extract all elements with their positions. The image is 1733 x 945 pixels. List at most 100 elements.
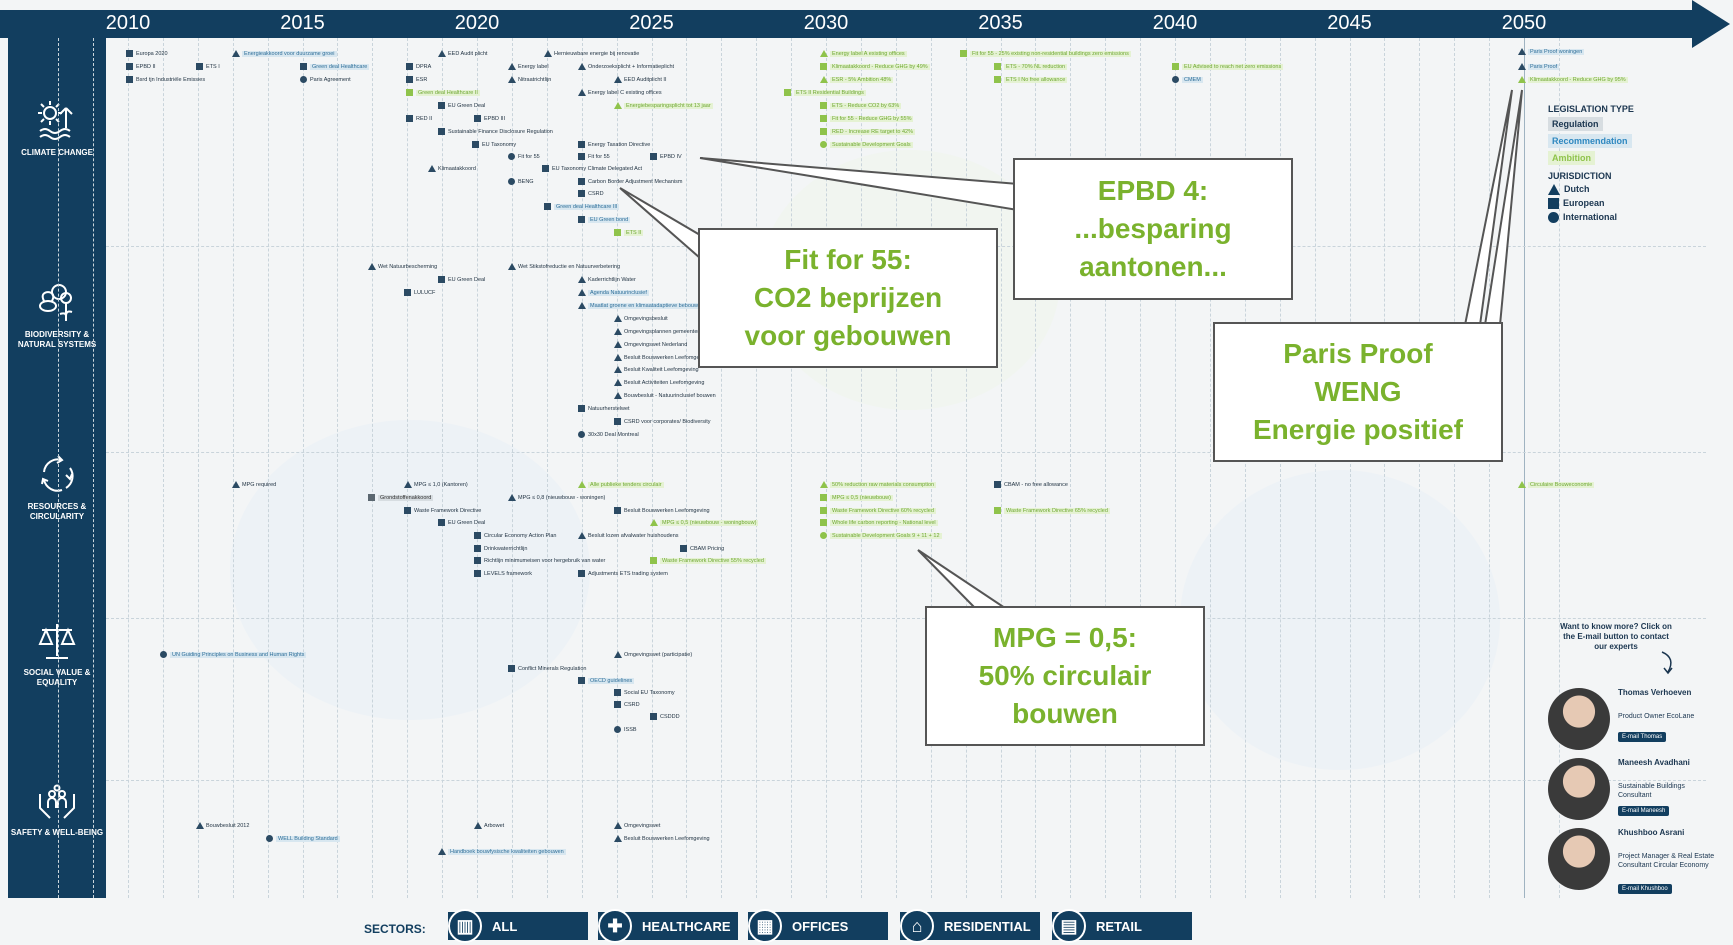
legislation-item[interactable]: Besluit Bouwwerken Leefomgeving bbox=[614, 835, 710, 843]
legislation-item[interactable]: EU Green bond bbox=[578, 216, 631, 224]
legislation-item[interactable]: Omgevingsbesluit bbox=[614, 315, 668, 323]
legislation-item[interactable]: Waste Framework Directive 60% recycled bbox=[820, 507, 936, 515]
email-button[interactable]: E-mail Maneesh bbox=[1618, 806, 1670, 816]
legislation-item[interactable]: Energy label C existing offices bbox=[578, 89, 662, 97]
legislation-item[interactable]: OECD guidelines bbox=[578, 677, 635, 685]
legislation-item[interactable]: Energy label bbox=[508, 63, 549, 71]
legislation-item[interactable]: CBAM - no free allowance bbox=[994, 481, 1068, 489]
legislation-item[interactable]: EU Taxonomy Climate Delegated Act bbox=[542, 165, 642, 173]
legislation-item[interactable]: Besluit Bouwwerken Leefomgeving bbox=[614, 507, 710, 515]
legislation-item[interactable]: MPG ≤ 0,5 (nieuwbouw) bbox=[820, 494, 893, 502]
legislation-item[interactable]: EPBD IV bbox=[650, 153, 682, 161]
sector-button-all[interactable]: ▥ ALL bbox=[448, 909, 588, 943]
legislation-item[interactable]: Onderzoeksplicht + Informatieplicht bbox=[578, 63, 674, 71]
legislation-item[interactable]: Whole life carbon reporting - National l… bbox=[820, 519, 938, 527]
legislation-item[interactable]: Agenda Natuurinclusief bbox=[578, 289, 649, 297]
email-button[interactable]: E-mail Thomas bbox=[1618, 732, 1667, 742]
legislation-item[interactable]: Hernieuwbare energie bij renovatie bbox=[544, 50, 639, 58]
legislation-item[interactable]: Paris Proof bbox=[1518, 63, 1560, 71]
legislation-item[interactable]: ESR bbox=[406, 76, 427, 84]
email-button[interactable]: E-mail Khushboo bbox=[1618, 884, 1672, 894]
legislation-item[interactable]: Sustainable Development Goals 9 + 11 + 1… bbox=[820, 532, 942, 540]
legislation-item[interactable]: Nitraatrichtlijn bbox=[508, 76, 551, 84]
legislation-item[interactable]: Natuurherstelwet bbox=[578, 405, 630, 413]
legislation-item[interactable]: Kaderrichtlijn Water bbox=[578, 276, 636, 284]
legislation-item[interactable]: Fit for 55 bbox=[578, 153, 610, 161]
legislation-item[interactable]: Alle publieke tenders circulair bbox=[578, 481, 664, 489]
legislation-item[interactable]: Social EU Taxonomy bbox=[614, 689, 675, 697]
legislation-item[interactable]: ETS I bbox=[196, 63, 220, 71]
sector-button-healthcare[interactable]: ✚ HEALTHCARE bbox=[598, 909, 738, 943]
legislation-item[interactable]: Sustainable Finance Disclosure Regulatio… bbox=[438, 128, 553, 136]
legislation-item[interactable]: Europa 2020 bbox=[126, 50, 168, 58]
legislation-item[interactable]: CSDDD bbox=[650, 713, 680, 721]
legislation-item[interactable]: Energy label A existing offices bbox=[820, 50, 907, 58]
legislation-item[interactable]: Omgevingswet Nederland bbox=[614, 341, 687, 349]
legislation-item[interactable]: EED Auditplicht II bbox=[614, 76, 667, 84]
legislation-item[interactable]: Drinkwaterrichtlijn bbox=[474, 545, 527, 553]
legislation-item[interactable]: Besluit lozen afvalwater huishoudens bbox=[578, 532, 679, 540]
legislation-item[interactable]: ETS - 70% NL reduction bbox=[994, 63, 1068, 71]
legislation-item[interactable]: Energiebesparingsplicht tot 13 jaar bbox=[614, 102, 713, 110]
legislation-item[interactable]: Bouwbesluit - Natuurinclusief bouwen bbox=[614, 392, 716, 400]
legislation-item[interactable]: EED Audit plicht bbox=[438, 50, 487, 58]
legislation-item[interactable]: Richtlijn minimumeisen voor hergebruik v… bbox=[474, 557, 605, 565]
legislation-item[interactable]: ETS II Residential Buildings bbox=[784, 89, 866, 97]
legislation-item[interactable]: EU Advised to reach net zero emissions bbox=[1172, 63, 1284, 71]
legislation-item[interactable]: CSRD bbox=[614, 701, 640, 709]
legislation-item[interactable]: EU Green Deal bbox=[438, 519, 485, 527]
legislation-item[interactable]: UN Guiding Principles on Business and Hu… bbox=[160, 651, 307, 659]
legislation-item[interactable]: Energieakkoord voor duurzame groei bbox=[232, 50, 337, 58]
legislation-item[interactable]: Klimaatakkoord - Reduce GHG by 49% bbox=[820, 63, 930, 71]
legislation-item[interactable]: Circulaire Bouweconomie bbox=[1518, 481, 1595, 489]
legislation-item[interactable]: Grondstoffenakkoord bbox=[368, 494, 434, 502]
legislation-item[interactable]: Fit for 55 - 25% existing non-residentia… bbox=[960, 50, 1131, 58]
legislation-item[interactable]: Omgevingswet (participatie) bbox=[614, 651, 692, 659]
legislation-item[interactable]: EU Green Deal bbox=[438, 276, 485, 284]
legislation-item[interactable]: Waste Framework Directive 55% recycled bbox=[650, 557, 766, 565]
legislation-item[interactable]: RED II bbox=[406, 115, 432, 123]
legislation-item[interactable]: Wet Stikstofreductie en Natuurverbeterin… bbox=[508, 263, 620, 271]
legislation-item[interactable]: Omgevingsplannen gemeenten bbox=[614, 328, 700, 336]
legislation-item[interactable]: Fit for 55 bbox=[508, 153, 540, 161]
legislation-item[interactable]: Klimaatakkoord - Reduce GHG by 95% bbox=[1518, 76, 1628, 84]
legislation-item[interactable]: ETS II bbox=[614, 229, 644, 237]
legislation-item[interactable]: CMEM bbox=[1172, 76, 1203, 84]
legislation-item[interactable]: EU Green Deal bbox=[438, 102, 485, 110]
legislation-item[interactable]: RED - Increase RE target to 42% bbox=[820, 128, 916, 136]
legislation-item[interactable]: 50% reduction raw materials consumption bbox=[820, 481, 937, 489]
sector-button-residential[interactable]: ⌂ RESIDENTIAL bbox=[900, 909, 1040, 943]
legislation-item[interactable]: Klimaatakkoord bbox=[428, 165, 476, 173]
legislation-item[interactable]: MPG ≤ 0,5 (nieuwbouw - woningbouw) bbox=[650, 519, 759, 527]
legislation-item[interactable]: Besluit Bouwwerken Leefomgeving bbox=[614, 354, 710, 362]
legislation-item[interactable]: Arbowet bbox=[474, 822, 504, 830]
legislation-item[interactable]: EU Taxonomy bbox=[472, 141, 516, 149]
legislation-item[interactable]: Green deal Healthcare bbox=[300, 63, 370, 71]
legislation-item[interactable]: Paris Agreement bbox=[300, 76, 351, 84]
legislation-item[interactable]: LULUCF bbox=[404, 289, 435, 297]
legislation-item[interactable]: Waste Framework Directive 65% recycled bbox=[994, 507, 1110, 515]
legislation-item[interactable]: Sustainable Development Goals bbox=[820, 141, 913, 149]
legislation-item[interactable]: CBAM Pricing bbox=[680, 545, 724, 553]
legislation-item[interactable]: Besluit Activiteiten Leefomgeving bbox=[614, 379, 704, 387]
legislation-item[interactable]: Paris Proof woningen bbox=[1518, 48, 1585, 56]
legislation-item[interactable]: WELL Building Standard bbox=[266, 835, 340, 843]
legislation-item[interactable]: Green deal Healthcare II bbox=[406, 89, 480, 97]
legislation-item[interactable]: MPG required bbox=[232, 481, 276, 489]
legislation-item[interactable]: Circular Economy Action Plan bbox=[474, 532, 556, 540]
legislation-item[interactable]: ETS I No free allowance bbox=[994, 76, 1068, 84]
legislation-item[interactable]: EPBD II bbox=[126, 63, 156, 71]
legislation-item[interactable]: Adjustments ETS trading system bbox=[578, 570, 668, 578]
legislation-item[interactable]: 30x30 Deal Montreal bbox=[578, 431, 639, 439]
legislation-item[interactable]: Maatlat groene en klimaatadaptieve bebou… bbox=[578, 302, 732, 310]
legislation-item[interactable]: MPG ≤ 1,0 (Kantoren) bbox=[404, 481, 468, 489]
legislation-item[interactable]: Green deal Healthcare III bbox=[544, 203, 620, 211]
legislation-item[interactable]: Handboek bouwfysische kwaliteiten gebouw… bbox=[438, 848, 566, 856]
legislation-item[interactable]: DPRA bbox=[406, 63, 431, 71]
legislation-item[interactable]: CSRD voor corporates/ Biodiversity bbox=[614, 418, 711, 426]
legislation-item[interactable]: Omgevingswet bbox=[614, 822, 660, 830]
legislation-item[interactable]: Bouwbesluit 2012 bbox=[196, 822, 249, 830]
legislation-item[interactable]: ISSB bbox=[614, 726, 637, 734]
legislation-item[interactable]: Fit for 55 - Reduce GHG by 55% bbox=[820, 115, 914, 123]
legislation-item[interactable]: MPG ≤ 0,8 (nieuwbouw - woningen) bbox=[508, 494, 605, 502]
